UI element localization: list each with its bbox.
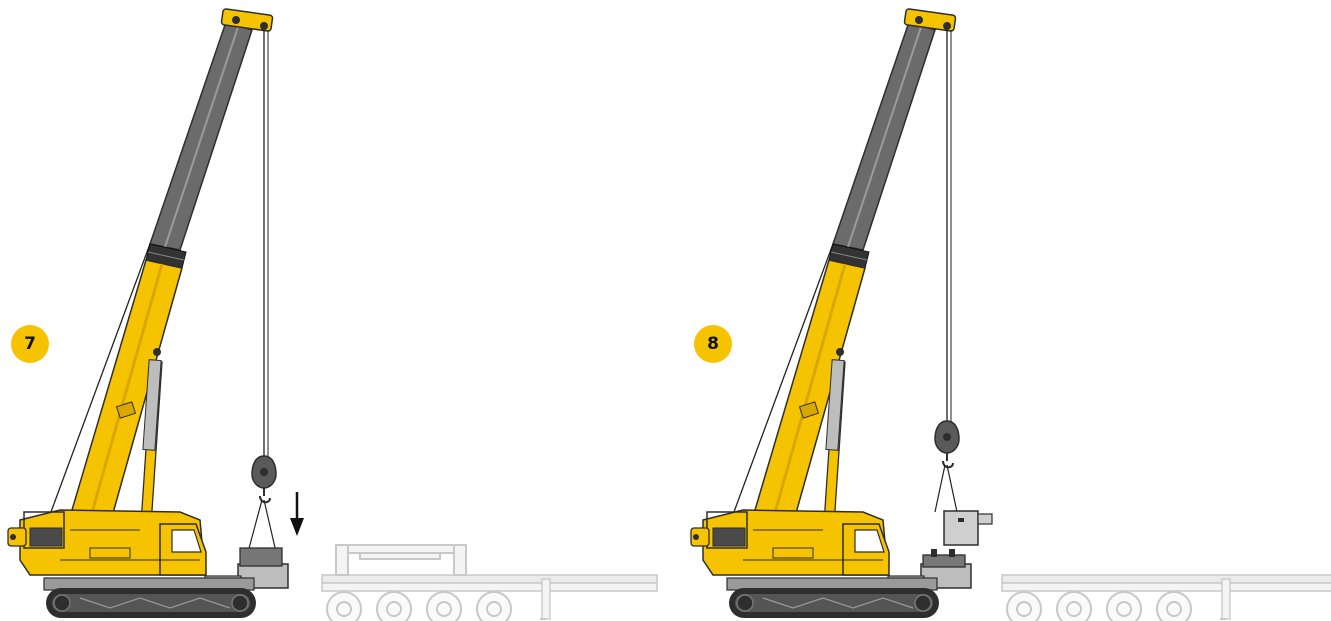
trailer-frame-7	[336, 545, 466, 575]
flatbed-trailer-7	[322, 575, 657, 621]
hook-block-7	[252, 456, 276, 502]
step-7-scene	[8, 9, 657, 621]
crawler-crane-8	[691, 9, 971, 618]
down-arrow-icon	[290, 492, 304, 536]
crawler-crane-7	[8, 9, 288, 618]
step-number-badge-8: 8	[694, 325, 732, 363]
lifting-bracket-7	[240, 548, 282, 566]
hook-block-8	[935, 421, 959, 467]
load-box	[944, 511, 992, 545]
step-8-scene	[691, 9, 1331, 621]
step-number-badge-7: 7	[11, 325, 49, 363]
flatbed-trailer-8	[1002, 575, 1331, 621]
